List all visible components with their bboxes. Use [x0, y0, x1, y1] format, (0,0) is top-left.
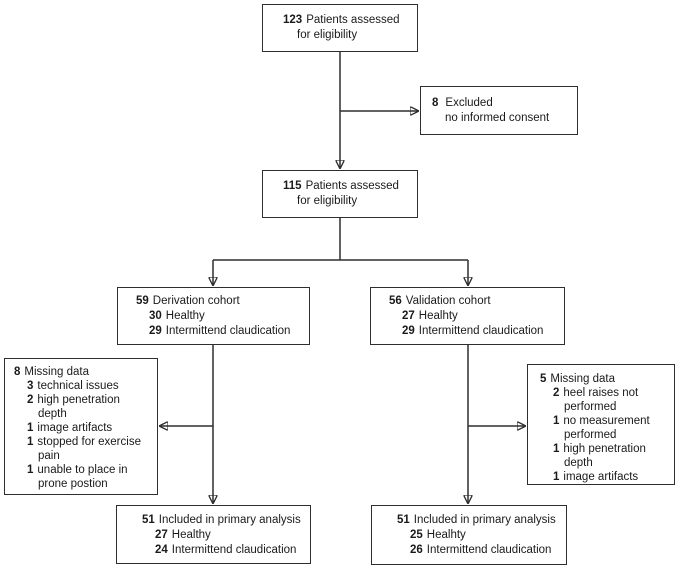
box-excluded: 8 Excluded no informed consent [420, 86, 578, 135]
count-value: 1 [27, 422, 34, 434]
line-text: image artifacts [563, 471, 639, 483]
line-text: Patients assessed [306, 14, 400, 26]
count-value: 29 [402, 325, 415, 337]
line-text: Included in primary analysis [158, 514, 301, 526]
count-value: 1 [27, 464, 34, 476]
line-text: Healthy [171, 529, 211, 541]
count-value: 51 [142, 514, 155, 526]
count-value: 2 [27, 394, 34, 406]
count-value: 115 [283, 180, 302, 192]
line-text: Patients assessed [305, 180, 399, 192]
line-continuation: depth [38, 408, 67, 420]
count-value: 8 [432, 97, 439, 109]
count-value: 5 [540, 373, 547, 385]
line-text: Missing data [24, 366, 89, 378]
line-text: image artifacts [37, 422, 113, 434]
line-continuation: performed [564, 429, 617, 441]
line-continuation: no informed consent [445, 112, 550, 124]
line-text: no measurement [563, 415, 650, 427]
line-text: technical issues [37, 380, 119, 392]
line-text: Intermittend claudication [171, 544, 297, 556]
count-value: 51 [397, 514, 410, 526]
count-value: 56 [389, 295, 402, 307]
line-continuation: prone postion [38, 478, 108, 490]
count-value: 1 [553, 471, 560, 483]
line-text: Intermittend claudication [426, 544, 552, 556]
line-text: heel raises not [563, 387, 639, 399]
line-text: Derivation cohort [152, 295, 240, 307]
line-text: unable to place in [37, 464, 128, 476]
line-text: Excluded [445, 97, 493, 109]
count-value: 1 [553, 415, 560, 427]
count-value: 1 [553, 443, 560, 455]
count-value: 2 [553, 387, 560, 399]
count-value: 8 [14, 366, 21, 378]
box-line: 8 Excluded [432, 96, 577, 111]
count-value: 29 [149, 325, 162, 337]
line-text: high penetration [563, 443, 646, 455]
line-continuation: pain [38, 450, 60, 462]
line-continuation: for eligibility [297, 195, 358, 207]
line-text: Intermittend claudication [165, 325, 291, 337]
count-value: 123 [283, 14, 303, 26]
count-value: 30 [149, 310, 162, 322]
count-value: 24 [155, 544, 168, 556]
line-continuation: depth [564, 457, 593, 469]
line-continuation: for eligibility [297, 29, 358, 41]
line-text: Healhty [426, 529, 466, 541]
count-value: 26 [410, 544, 423, 556]
count-value: 27 [155, 529, 168, 541]
count-value: 59 [136, 295, 149, 307]
line-text: Missing data [550, 373, 615, 385]
count-value: 25 [410, 529, 423, 541]
line-text: Healthy [165, 310, 205, 322]
line-continuation: performed [564, 401, 617, 413]
line-text: Validation cohort [405, 295, 491, 307]
count-value: 27 [402, 310, 415, 322]
line-text: Intermittend claudication [418, 325, 544, 337]
line-text: Included in primary analysis [413, 514, 556, 526]
line-text: stopped for exercise [37, 436, 141, 448]
line-text: Healhty [418, 310, 458, 322]
line-text: high penetration [37, 394, 120, 406]
count-value: 1 [27, 436, 34, 448]
count-value: 3 [27, 380, 34, 392]
